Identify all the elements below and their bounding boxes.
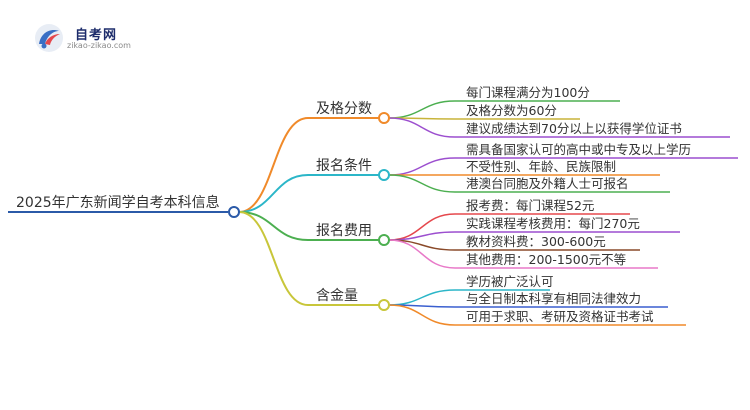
branch-link [238,174,309,213]
leaf-link [388,117,456,138]
branch-node [378,299,390,311]
site-logo: 自考网 zikao-zikao.com [33,22,143,54]
branch-label: 报名费用 [316,223,372,239]
leaf-link [388,100,456,119]
branch-node [378,169,390,181]
branch-node [378,112,390,124]
leaf-label: 及格分数为60分 [466,103,557,118]
branch-label: 含金量 [316,288,358,304]
leaf-link [388,304,456,326]
leaf-label: 学历被广泛认可 [466,274,554,289]
leaf-label: 建议成绩达到70分以上以获得学位证书 [466,121,682,136]
leaf-label: 报考费：每门课程52元 [466,198,594,213]
leaf-link [388,157,456,176]
leaf-link [388,239,456,269]
leaf-label: 每门课程满分为100分 [466,85,590,100]
logo-title: 自考网 [75,28,118,43]
mind-map-nodes: 2025年广东新闻学自考本科信息 及格分数 每门课程满分为100分及格分数为60分建… [16,85,691,324]
branch-node [378,234,390,246]
branch-link [238,211,309,306]
leaf-label: 其他费用：200-1500元不等 [466,252,626,267]
leaf-link [388,289,456,306]
branch-link [238,211,309,241]
leaf-label: 教材资料费：300-600元 [466,234,606,249]
root-node [228,206,240,218]
leaf-label: 与全日制本科享有相同法律效力 [466,291,641,306]
leaf-label: 实践课程考核费用：每门270元 [466,216,640,231]
branch-label: 及格分数 [316,101,372,117]
leaf-link [388,174,456,193]
leaf-label: 港澳台同胞及外籍人士可报名 [466,176,629,191]
branch-link [238,117,309,213]
mind-map-links [8,100,738,326]
leaf-label: 需具备国家认可的高中或中专及以上学历 [466,142,691,157]
branch-label: 报名条件 [316,157,372,174]
leaf-label: 可用于求职、考研及资格证书考试 [466,309,654,324]
logo-mark-icon [35,24,63,52]
leaf-label: 不受性别、年龄、民族限制 [466,159,616,174]
root-label: 2025年广东新闻学自考本科信息 [16,194,220,211]
logo-url: zikao-zikao.com [67,41,131,50]
